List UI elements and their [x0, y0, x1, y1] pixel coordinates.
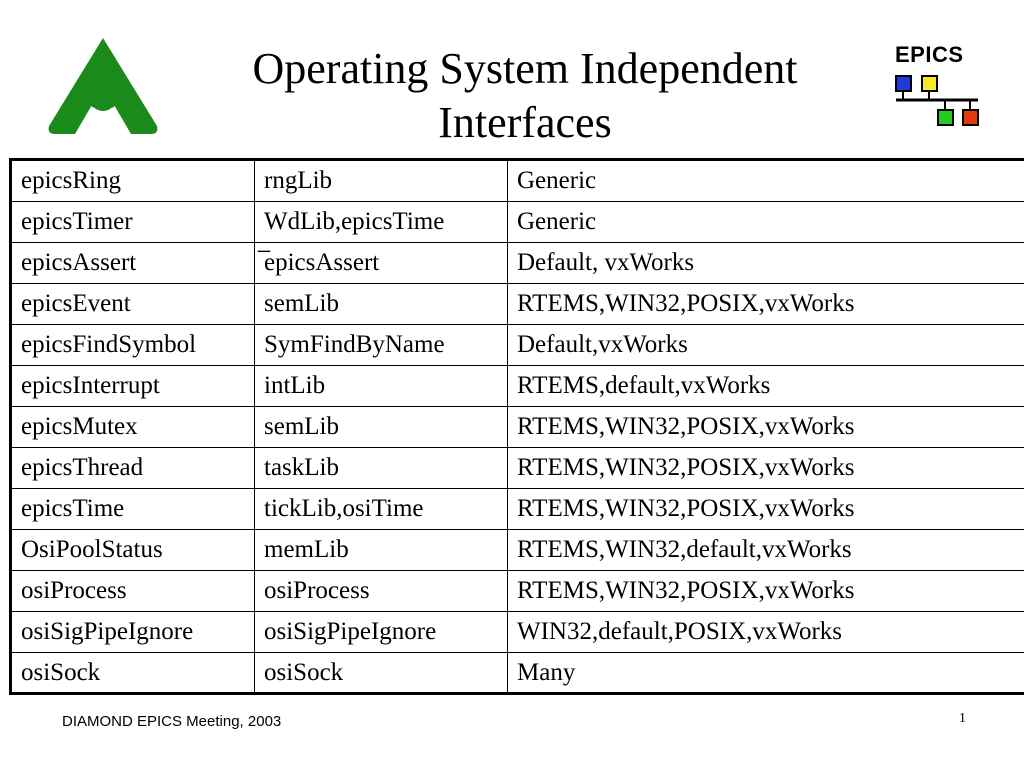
slide-title: Operating System Independent Interfaces — [190, 42, 860, 150]
footer-text: DIAMOND EPICS Meeting, 2003 — [62, 713, 282, 730]
vxworks-cell: semLib — [254, 283, 508, 325]
vxworks-cell: osiSigPipeIgnore — [254, 611, 508, 653]
implementations-cell: Many — [517, 659, 576, 686]
implementations-cell: RTEMS,WIN32,POSIX,vxWorks — [507, 283, 1024, 325]
vxworks-cell: tickLib,osiTime — [254, 488, 508, 530]
implementations-cell: Default, vxWorks — [507, 242, 1024, 284]
interface-cell: osiProcess — [12, 570, 255, 612]
interface-cell: osiSock — [12, 652, 255, 693]
page-number: 1 — [959, 711, 966, 726]
implementations-cell: RTEMS,WIN32,POSIX,vxWorks — [507, 447, 1024, 489]
vxworks-cell: semLib — [254, 406, 508, 448]
interface-cell: osiSigPipeIgnore — [12, 611, 255, 653]
interface-cell: OsiPoolStatus — [12, 529, 255, 571]
implementations-cell: Generic — [507, 161, 1024, 202]
vxworks-cell: osiSock — [254, 652, 508, 693]
vxworks-cell: SymFindByName — [254, 324, 508, 366]
title-line-2: Interfaces — [438, 98, 612, 147]
interface-cell: epicsFindSymbol — [12, 324, 255, 366]
interface-cell: epicsAssert — [12, 242, 255, 284]
implementations-cell: RTEMS,default,vxWorks — [507, 365, 1024, 407]
argonne-logo — [47, 36, 159, 136]
implementations-cell: RTEMS,WIN32,POSIX,vxWorks — [507, 570, 1024, 612]
epics-network-icon — [890, 42, 985, 132]
vxworks-cell: rngLib — [254, 161, 508, 202]
vxworks-cell: WdLib,epicsTime — [254, 201, 508, 243]
implementations-cell: RTEMS,WIN32,POSIX,vxWorks — [507, 406, 1024, 448]
vxworks-cell: intLib — [254, 365, 508, 407]
interface-cell: epicsEvent — [12, 283, 255, 325]
interface-cell: epicsTime — [12, 488, 255, 530]
vxworks-cell: osiProcess — [254, 570, 508, 612]
interface-cell: epicsTimer — [12, 201, 255, 243]
interface-cell: epicsThread — [12, 447, 255, 489]
interface-cell: epicsMutex — [12, 406, 255, 448]
implementations-cell: Default,vxWorks — [507, 324, 1024, 366]
implementations-cell: RTEMS,WIN32,default,vxWorks — [507, 529, 1024, 571]
title-line-1: Operating System Independent — [252, 44, 798, 93]
vxworks-cell: memLib — [254, 529, 508, 571]
implementations-cell: RTEMS,WIN32,POSIX,vxWorks — [507, 488, 1024, 530]
interface-cell: epicsRing — [12, 161, 255, 202]
epics-logo-text: EPICS — [895, 42, 964, 67]
vxworks-cell: taskLib — [254, 447, 508, 489]
implementations-cell: WIN32,default,POSIX,vxWorks — [507, 611, 1024, 653]
implementations-cell: Generic — [507, 201, 1024, 243]
vxworks-cell: ̅epicsAssert — [254, 242, 508, 284]
interface-cell: epicsInterrupt — [12, 365, 255, 407]
